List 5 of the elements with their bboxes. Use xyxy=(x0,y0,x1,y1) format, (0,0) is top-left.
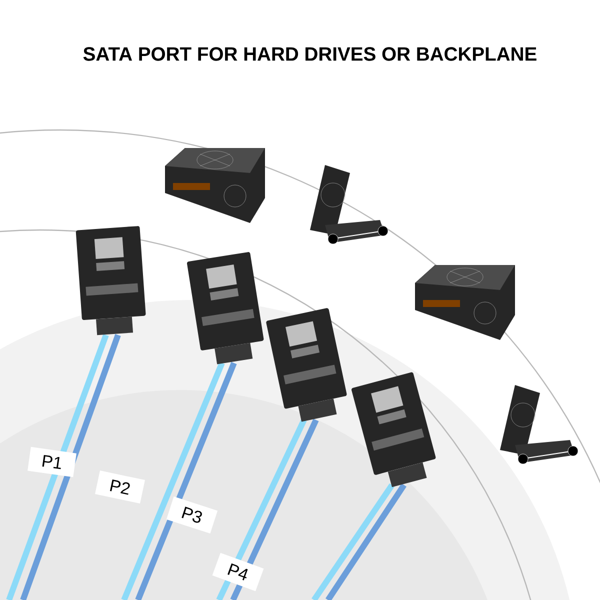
cable-tag: P2 xyxy=(95,470,145,504)
cable-tag: P4 xyxy=(212,552,264,592)
title: SATA PORT FOR HARD DRIVES OR BACKPLANE xyxy=(83,47,536,61)
cable-tag: P1 xyxy=(28,446,76,478)
cable-tag: P3 xyxy=(166,496,218,534)
